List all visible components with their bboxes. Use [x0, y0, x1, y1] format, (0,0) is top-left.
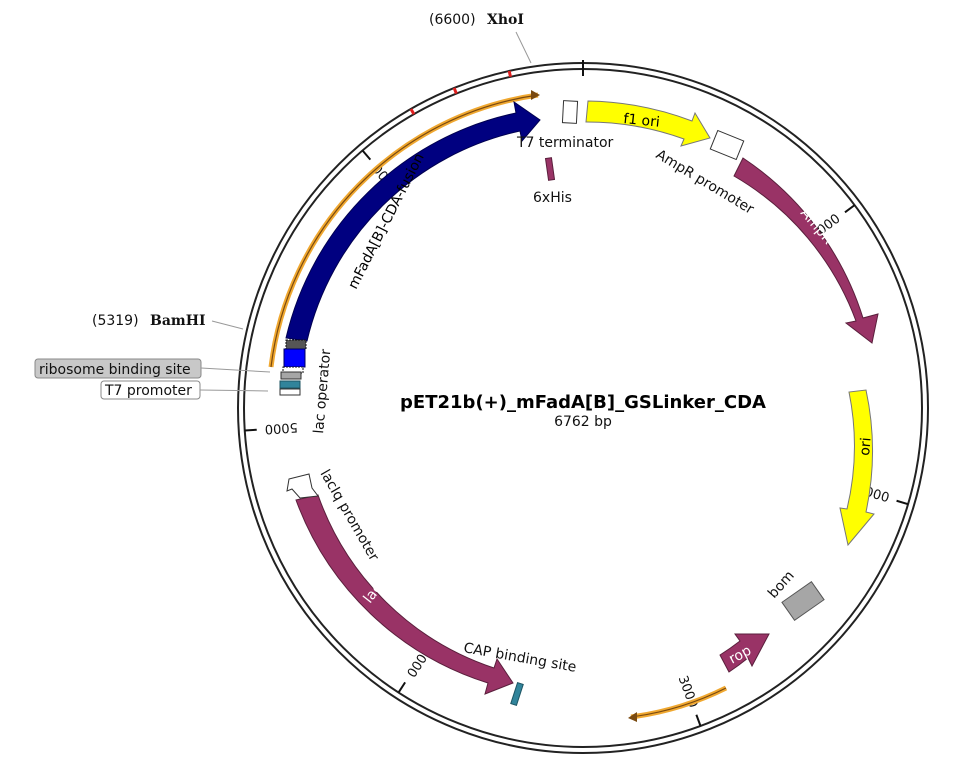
tick-mark: [361, 149, 372, 161]
feature-ori[interactable]: ori: [839, 389, 875, 547]
plasmid-length: 6762 bp: [554, 414, 612, 430]
callout-rbs[interactable]: ribosome binding site: [34, 358, 271, 379]
callout-rbs-label: ribosome binding site: [39, 362, 191, 378]
feature-laciq-promoter-arrow[interactable]: [286, 473, 319, 499]
site-bamhi-name: BamHI: [150, 313, 206, 329]
feature-laci[interactable]: lacI: [295, 494, 514, 695]
callout-t7-promoter[interactable]: T7 promoter: [100, 380, 269, 400]
feature-label-his-tag: 6xHis: [533, 190, 572, 206]
feature-label-lac-operator: lac operator: [311, 348, 334, 434]
feature-cap-binding-site[interactable]: [510, 681, 524, 707]
site-bamhi[interactable]: (5319) BamHI: [92, 313, 244, 330]
tick-mark: [397, 681, 406, 693]
feature-his-tag[interactable]: [544, 157, 556, 181]
feature-bom-box[interactable]: [781, 580, 825, 622]
callout-t7-promoter-label: T7 promoter: [104, 383, 192, 399]
tick-mark: [896, 499, 909, 506]
tick-mark: [844, 204, 856, 214]
feature-ampr-promoter-box[interactable]: [709, 129, 745, 161]
feature-ampr[interactable]: AmpR: [733, 157, 879, 344]
feature-t7-terminator-box[interactable]: [561, 100, 579, 124]
tick-mark: [695, 714, 702, 727]
plasmid-title: pET21b(+)_mFadA[B]_GSLinker_CDA: [400, 392, 766, 413]
site-xhoi-name: XhoI: [487, 12, 524, 28]
tick-mark: [244, 428, 257, 432]
feature-t7-promoter-box[interactable]: [279, 380, 301, 389]
orf-arc-rop: [628, 685, 728, 722]
feature-lac-operator-box[interactable]: [279, 388, 301, 396]
site-xhoi[interactable]: (6600) XhoI: [429, 12, 532, 64]
orf-arc-outer: [268, 90, 540, 368]
tick-label: 5000: [264, 419, 298, 436]
backbone-red-mark: [452, 87, 458, 95]
feature-rop[interactable]: rop: [719, 633, 770, 673]
backbone-red-mark: [507, 70, 512, 78]
feature-rbs-box[interactable]: [280, 371, 302, 380]
feature-label-ampr-promoter: AmpR promoter: [653, 147, 757, 218]
feature-f1-ori[interactable]: f1 ori: [585, 100, 711, 147]
backbone-red-marks: [409, 70, 512, 115]
site-bamhi-position: (5319): [92, 313, 139, 329]
feature-label-ori: ori: [857, 437, 875, 457]
feature-label-t7-terminator: T7 terminator: [516, 135, 614, 151]
site-xhoi-position: (6600): [429, 12, 476, 28]
backbone-red-mark: [409, 108, 416, 115]
feature-label-f1-ori: f1 ori: [623, 111, 661, 131]
